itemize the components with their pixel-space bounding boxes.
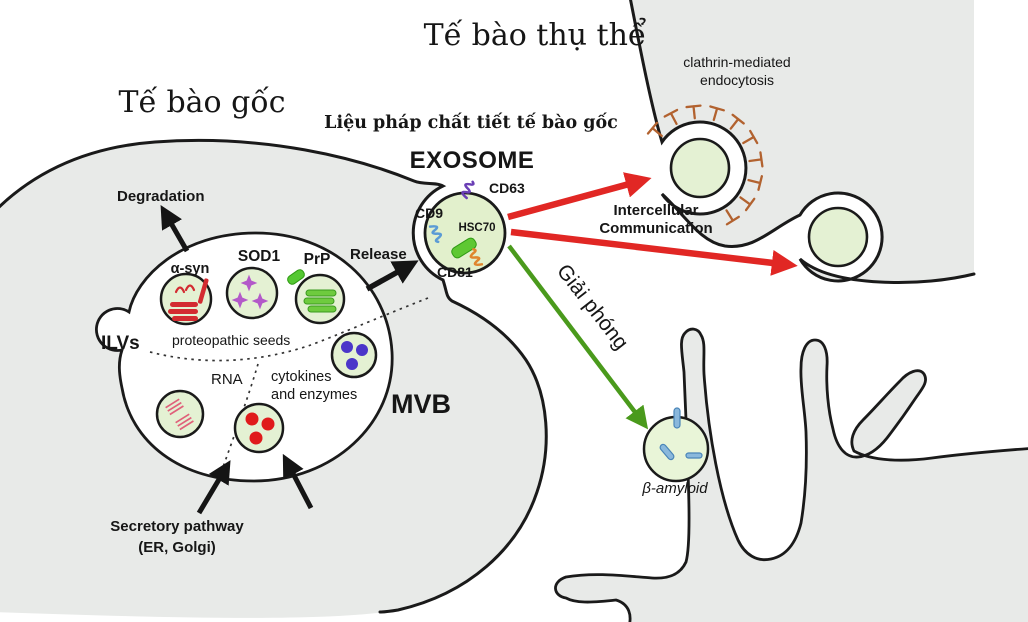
hsc70-label: HSC70	[458, 222, 495, 234]
secretory-arrow-right	[282, 453, 314, 510]
recipient-cell-membrane	[629, 0, 976, 285]
secretory-pathway-label-line1: Secretory pathway	[110, 518, 244, 535]
enzyme-dots-icon	[341, 341, 368, 370]
ilv-prp	[287, 269, 346, 325]
ilv-enzymes	[330, 331, 378, 379]
cd9-label: CD9	[415, 205, 443, 221]
endocytosed-exosome-2	[807, 206, 869, 268]
beta-amyloid-rods-icon	[659, 407, 703, 461]
cd63-receptor-icon	[461, 180, 475, 200]
secretory-pathway-label-line2: (ER, Golgi)	[138, 539, 216, 556]
clathrin-label-line2: endocytosis	[700, 72, 774, 88]
cytokines-label-line1: cytokines	[271, 369, 331, 385]
ilv-rna	[155, 389, 205, 439]
exosome-label: EXOSOME	[410, 147, 535, 174]
cd9-receptor-icon	[428, 225, 443, 244]
ilv-sod1	[225, 266, 279, 320]
alpha-syn-aggregate-icon	[168, 278, 209, 321]
mvb-divider-dashed-1	[149, 297, 429, 362]
sod1-label: SOD1	[238, 248, 281, 265]
branched-cell-body	[554, 327, 1028, 622]
therapy-label: Liệu pháp chất tiết tế bào gốc	[324, 113, 618, 133]
exosome-vesicle	[423, 180, 507, 275]
hsc70-cargo-icon	[451, 237, 477, 259]
ilv-cytokines	[233, 402, 285, 454]
secretory-arrow-left	[196, 460, 231, 515]
clathrin-coat	[646, 104, 764, 226]
intercellular-label-line1: Intercellular	[613, 202, 698, 219]
mvb-body	[95, 231, 429, 483]
ilvs-label: ILVs	[101, 333, 140, 354]
clathrin-label-line1: clathrin-mediated	[683, 54, 790, 70]
arrows	[160, 172, 798, 515]
communication-arrow-upper	[507, 172, 652, 221]
communication-arrow-lower	[510, 228, 798, 276]
beta-amyloid-label: β-amyloid	[641, 480, 708, 497]
release-label: Release	[350, 246, 407, 263]
prp-label: PrP	[304, 251, 331, 268]
cytokine-dots-icon	[245, 412, 275, 445]
mvb-label: MVB	[391, 389, 451, 419]
degradation-label: Degradation	[117, 188, 205, 205]
cd81-label: CD81	[437, 264, 473, 280]
rna-label: RNA	[211, 371, 243, 388]
cd63-label: CD63	[489, 180, 525, 196]
ilv-alpha-syn	[159, 272, 213, 326]
cytokines-label-line2: and enzymes	[271, 387, 357, 403]
mvb-divider-dashed-2	[221, 363, 259, 471]
recipient-cell-fill	[630, 0, 974, 283]
release-arrow	[365, 260, 419, 292]
rna-strands-icon	[165, 398, 194, 431]
degradation-arrow	[160, 205, 190, 253]
cd81-receptor-icon	[469, 248, 484, 267]
recipient-cell-body	[629, 0, 976, 285]
intercellular-label-line2: Communication	[599, 220, 712, 237]
giai-phong-label: Giải phóng	[552, 260, 633, 354]
endocytosed-exosome-1	[669, 137, 731, 199]
release-green-arrow	[507, 244, 649, 430]
prp-monomer-icon	[287, 269, 305, 285]
proteopathic-seeds-label: proteopathic seeds	[172, 332, 290, 348]
sod1-aggregate-icon	[231, 274, 269, 310]
stem-cell-title: Tế bào gốc	[118, 85, 285, 120]
recipient-cell-title: Tế bào thụ thể	[424, 17, 647, 53]
prp-aggregate-icon	[303, 289, 337, 313]
alpha-syn-label: α-syn	[171, 261, 210, 277]
stem-cell-membrane	[0, 138, 548, 614]
beta-amyloid-vesicle	[642, 407, 710, 483]
